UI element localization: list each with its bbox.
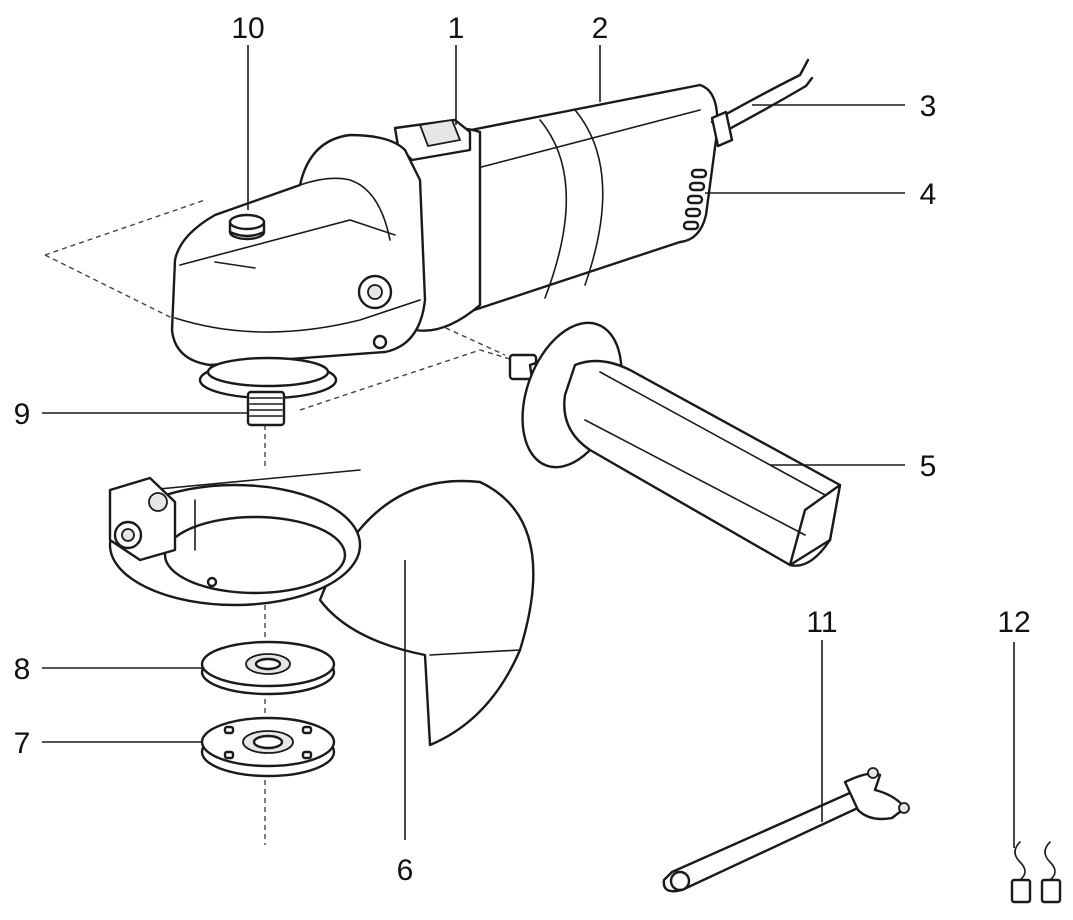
spindle bbox=[246, 390, 286, 427]
callout-labels: 1 2 3 4 5 6 7 8 9 10 11 12 bbox=[14, 12, 1031, 887]
ventilation-slots bbox=[682, 168, 708, 231]
callout-7: 7 bbox=[14, 727, 31, 760]
clamping-nut bbox=[200, 640, 336, 696]
spindle-lock-button bbox=[228, 213, 266, 241]
callout-8: 8 bbox=[14, 653, 31, 686]
callout-11: 11 bbox=[806, 606, 837, 639]
pin-spanner bbox=[662, 767, 910, 893]
carbon-brushes bbox=[1010, 841, 1062, 904]
callout-2: 2 bbox=[592, 12, 609, 45]
guard-clamp bbox=[108, 476, 177, 562]
wheel-guard bbox=[108, 469, 535, 747]
callout-9: 9 bbox=[14, 398, 31, 431]
callout-6: 6 bbox=[397, 854, 414, 887]
callout-4: 4 bbox=[920, 178, 937, 211]
callout-5: 5 bbox=[920, 450, 937, 483]
callout-3: 3 bbox=[920, 90, 937, 123]
callout-10: 10 bbox=[231, 12, 264, 45]
callout-12: 12 bbox=[997, 606, 1030, 639]
leader-lines bbox=[42, 45, 1015, 848]
callout-1: 1 bbox=[448, 12, 465, 45]
grinder-body bbox=[170, 58, 814, 427]
support-flange bbox=[200, 716, 336, 778]
side-handle bbox=[508, 321, 842, 567]
